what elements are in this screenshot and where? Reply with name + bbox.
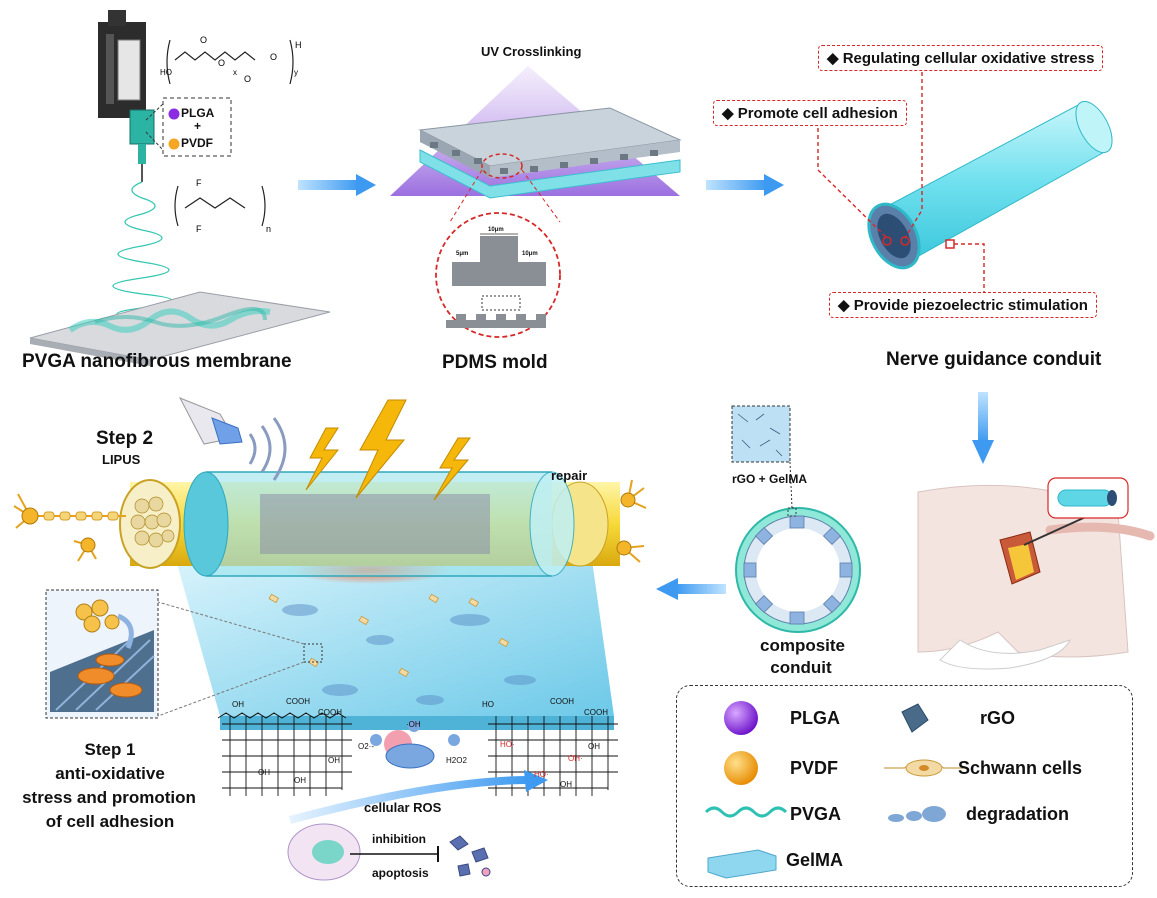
legend-plga-icon [724,701,758,735]
arrow-1 [298,180,358,190]
step2-subtitle: LIPUS [102,452,141,467]
legend-pvdf-label: PVDF [790,758,839,778]
pdms-mold-illustration [390,66,682,338]
arrow-3 [978,392,988,442]
rgo-gelma-label: rGO + GelMA [732,472,808,486]
step2-title: Step 2 [96,428,154,449]
plga-ho: HO [160,68,172,77]
group-oh-3: OH [294,776,306,785]
conduit-illustration [817,72,1113,294]
callout-cell-adhesion: ◆ Promote cell adhesion [713,100,907,126]
callout-piezoelectric: ◆ Provide piezoelectric stimulation [829,292,1097,318]
composite-title-line2: conduit [770,658,832,677]
group-cooh-1: COOH [286,697,310,706]
mold-dim-top: 10μm [488,227,504,233]
arrow-4-head [656,578,678,600]
composite-title-line1: composite [760,636,846,655]
group-oh-2: OH [258,768,270,777]
mold-dim-right: 10μm [522,251,538,257]
arrow-2 [706,180,766,190]
legend-icons [704,701,964,879]
scavenged-3: OH· [568,754,583,763]
electrospinning-setup [29,10,331,366]
blend-pvdf-label: PVDF [181,136,214,150]
inhibition-label: inhibition [372,832,426,846]
conduit-title: Nerve guidance conduit [886,349,1102,370]
composite-conduit-ring [731,405,861,633]
arrow-3-head [972,440,994,464]
scavenged-2: HO· [534,770,549,779]
cellular-ros-label: cellular ROS [364,800,442,815]
rat-implant-illustration [917,477,1155,670]
arrow-4 [676,584,726,594]
membrane-title: PVGA nanofibrous membrane [22,351,292,372]
group-ho: HO [482,700,494,709]
legend-degradation-icon [888,806,946,822]
legend-pvga-label: PVGA [790,804,842,824]
plga-o3: O [244,74,251,84]
legend-rgo-icon [901,703,929,733]
mold-dim-left: 5μm [456,251,469,257]
step1-line1: anti-oxidative [55,764,165,783]
group-cooh-3: COOH [550,697,574,706]
scavenged-1: HO· [500,740,515,749]
group-cooh-4: COOH [584,708,608,717]
legend-plga-label: PLGA [790,708,841,728]
uv-crosslinking-label: UV Crosslinking [481,44,582,59]
legend-rgo-label: rGO [980,708,1016,728]
mold-title: PDMS mold [442,352,548,373]
pvdf-f1: F [196,178,202,188]
plga-o2: O [218,58,225,68]
plga-x: x [233,68,237,77]
group-oh-4: OH [328,756,340,765]
apoptosis-label: apoptosis [372,866,429,880]
group-cooh-2: COOH [318,708,342,717]
plga-y: y [294,68,298,77]
plga-o1: O [200,35,207,45]
legend-schwann-label: Schwann cells [958,758,1083,778]
group-oh-6: OH [560,780,572,789]
legend-gelma-icon [707,849,777,879]
blend-plga-label: PLGA [181,106,215,120]
legend-pvga-icon [704,806,788,818]
ros-h2o2: H2O2 [446,756,467,765]
group-oh-1: OH [232,700,244,709]
arrow-2-head [764,174,784,196]
pvdf-f2: F [196,224,202,234]
blend-plus-label: + [194,119,202,133]
lipus-scene [13,397,647,881]
repair-label: repair [551,468,588,483]
legend-degradation-label: degradation [966,804,1070,824]
step1-line2: stress and promotion [22,788,196,807]
ros-hydroxyl: ·OH [406,720,421,729]
legend [676,685,1133,887]
pvdf-n: n [266,224,271,234]
legend-pvdf-icon [724,751,758,785]
callout-oxidative-stress: ◆ Regulating cellular oxidative stress [818,45,1104,71]
group-oh-5: OH [588,742,600,751]
plga-o4: O [270,52,277,62]
ros-superoxide: O2·- [358,742,374,751]
step1-title: Step 1 [84,740,136,759]
plga-h: H [295,40,302,50]
step1-line3: of cell adhesion [45,812,175,831]
legend-gelma-label: GelMA [786,850,844,870]
arrow-1-head [356,174,376,196]
